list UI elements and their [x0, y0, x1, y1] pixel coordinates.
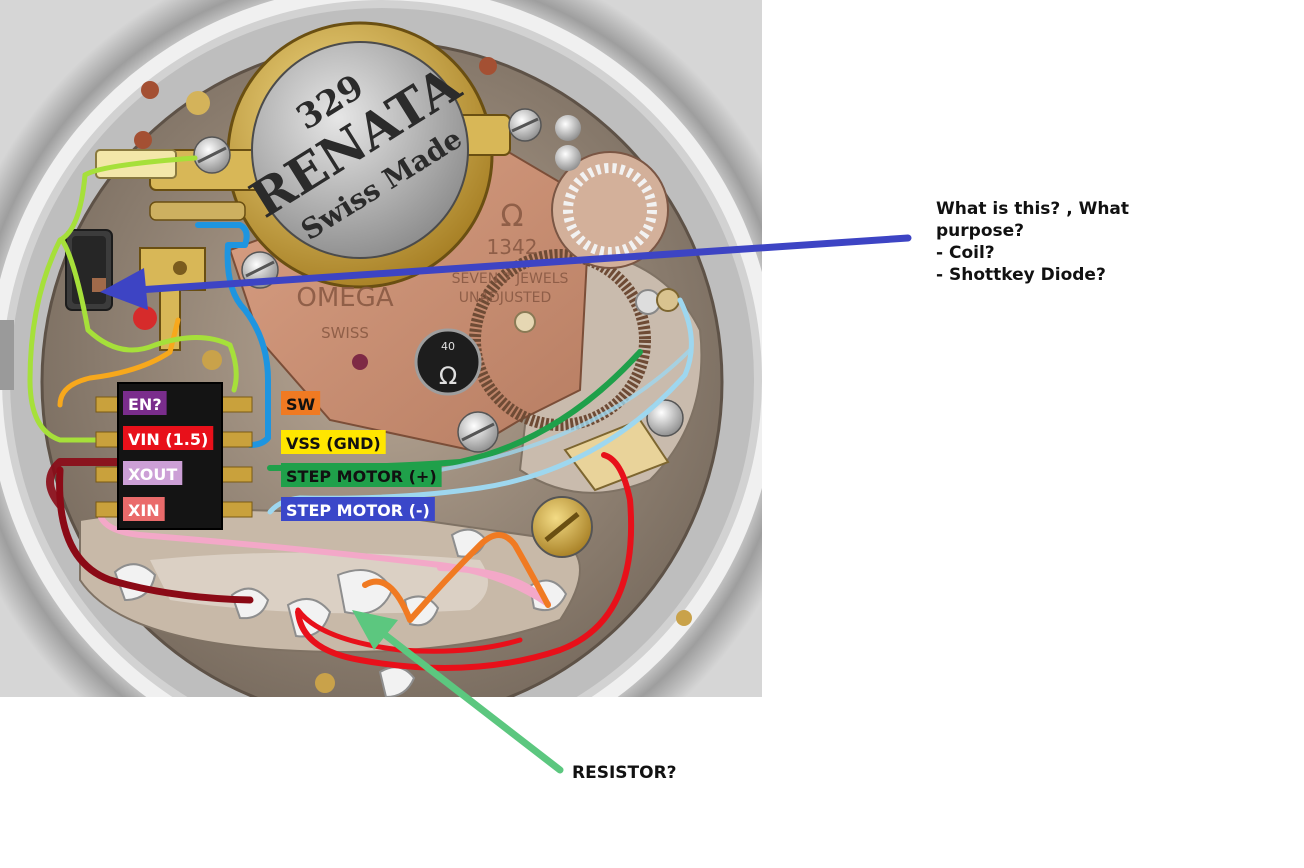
pin-label-0: EN? [123, 391, 167, 415]
right-pin-label-0: SW [281, 391, 321, 415]
right-pin-label-3: STEP MOTOR (-) [281, 497, 435, 521]
gear-wheel [469, 249, 651, 431]
plate-brand: OMEGA [296, 283, 393, 313]
question-note: What is this? , What purpose? - Coil? - … [936, 198, 1129, 286]
pin-label-box [123, 461, 183, 485]
battery-cell [251, 41, 469, 259]
movement-photo: 329 RENATA Swiss Made Ω 1342 SEVEN 7 JEW… [0, 0, 762, 697]
question-line-4: - Shottkey Diode? [936, 265, 1106, 285]
question-line-1: What is this? , What [936, 199, 1130, 219]
plate-jewels: SEVEN 7 JEWELS [452, 271, 569, 287]
pin-label-text: EN? [128, 395, 162, 414]
right-pin-labels: SW VSS (GND) STEP MOTOR (+) STEP MOTOR (-) [281, 391, 442, 521]
rotor-mark: Ω [439, 362, 457, 390]
plate-swiss: SWISS [321, 324, 369, 342]
pin-label-text: VIN (1.5) [128, 430, 208, 449]
question-arrow [100, 234, 912, 310]
right-pin-label-1: VSS (GND) [281, 430, 386, 454]
question-line-3: - Coil? [936, 243, 995, 263]
pin-label-1: VIN (1.5) [123, 426, 214, 450]
left-pin-labels: EN? VIN (1.5) XOUT XIN [123, 391, 214, 521]
rotor-number: 40 [441, 340, 455, 353]
jewels [133, 57, 692, 693]
rotor-dial [414, 328, 482, 396]
screws [193, 108, 684, 558]
resistor-arrow [352, 610, 564, 774]
question-arrow-head [100, 268, 148, 310]
pin-label-box [123, 426, 214, 450]
right-pin-label-box [281, 497, 435, 521]
pin-label-text: XOUT [128, 465, 177, 484]
plate-adjusted: UNADJUSTED [459, 290, 552, 306]
plate-calibre: 1342 [487, 235, 538, 259]
question-line-2: purpose? [936, 221, 1025, 241]
resistor-arrow-head [352, 610, 398, 650]
right-pin-label-text: SW [286, 395, 316, 414]
pin-label-box [123, 497, 165, 521]
right-pin-label-box [281, 430, 386, 454]
right-pin-label-text: STEP MOTOR (-) [286, 501, 430, 520]
right-pin-label-box [281, 463, 442, 487]
right-pin-label-2: STEP MOTOR (+) [281, 463, 442, 487]
plate-brand-mark: Ω [501, 199, 524, 234]
right-pin-label-text: STEP MOTOR (+) [286, 467, 437, 486]
pin-label-3: XIN [123, 497, 165, 521]
question-arrow-shaft [134, 234, 912, 294]
resistor-note: RESISTOR? [572, 763, 677, 783]
pin-label-box [123, 391, 167, 415]
right-pin-label-text: VSS (GND) [286, 434, 381, 453]
resistor-arrow-shaft [380, 630, 564, 774]
wire-overlays [27, 155, 694, 671]
pin-label-text: XIN [128, 501, 160, 520]
right-pin-label-box [281, 391, 321, 415]
pin-label-2: XOUT [123, 461, 183, 485]
crown-stem [0, 320, 14, 390]
